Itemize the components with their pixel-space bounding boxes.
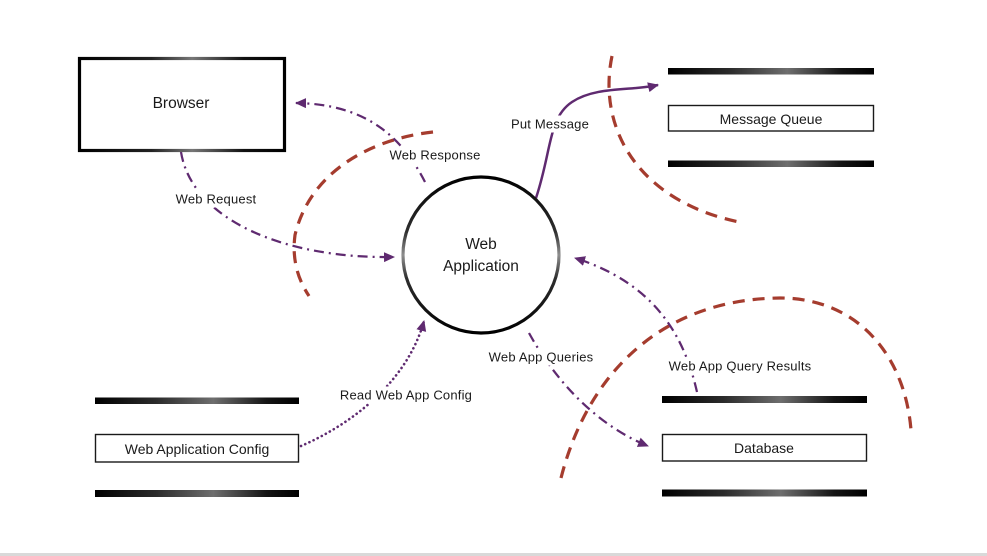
web-request-edge-label: Web Request xyxy=(172,190,260,208)
message-queue-label-box xyxy=(667,104,875,132)
web-application-node-label: Web Application xyxy=(443,234,519,278)
page-divider-line xyxy=(0,553,987,556)
trust-boundary-arc-top-right xyxy=(607,55,745,225)
message-queue-top-bar xyxy=(668,68,874,75)
web-response-edge-label: Web Response xyxy=(386,146,484,164)
database-top-bar xyxy=(662,396,867,403)
web-application-config-label: Web Application Config xyxy=(124,441,270,457)
message-queue-bottom-bar xyxy=(668,160,874,167)
web-app-queries-edge-label: Web App Queries xyxy=(485,348,597,366)
web-application-config-label-box xyxy=(94,433,300,463)
web-response-edge xyxy=(295,98,427,183)
web-application-node-shape xyxy=(401,175,561,335)
database-label: Database xyxy=(734,440,794,456)
browser-node-label: Browser xyxy=(152,95,210,112)
read-web-app-config-edge-label: Read Web App Config xyxy=(336,386,476,404)
database-label-box xyxy=(661,433,868,462)
database-bottom-bar xyxy=(662,489,867,497)
web-application-config-top-bar xyxy=(95,397,299,404)
message-queue-label: Message Queue xyxy=(719,111,823,127)
read-web-app-config-edge xyxy=(299,319,427,448)
web-application-config-bottom-bar xyxy=(95,490,299,497)
put-message-edge xyxy=(534,82,659,199)
web-app-query-results-edge-label: Web App Query Results xyxy=(665,357,815,375)
browser-node-shape xyxy=(77,56,287,153)
web-app-queries-edge xyxy=(528,332,649,448)
web-application-label-line1: Web xyxy=(465,236,497,253)
web-application-label-line2: Application xyxy=(443,258,519,275)
trust-boundary-arc-bottom-right xyxy=(559,296,913,479)
put-message-edge-label: Put Message xyxy=(507,115,593,133)
web-request-edge xyxy=(179,151,395,263)
trust-boundary-arc-left xyxy=(292,130,434,297)
